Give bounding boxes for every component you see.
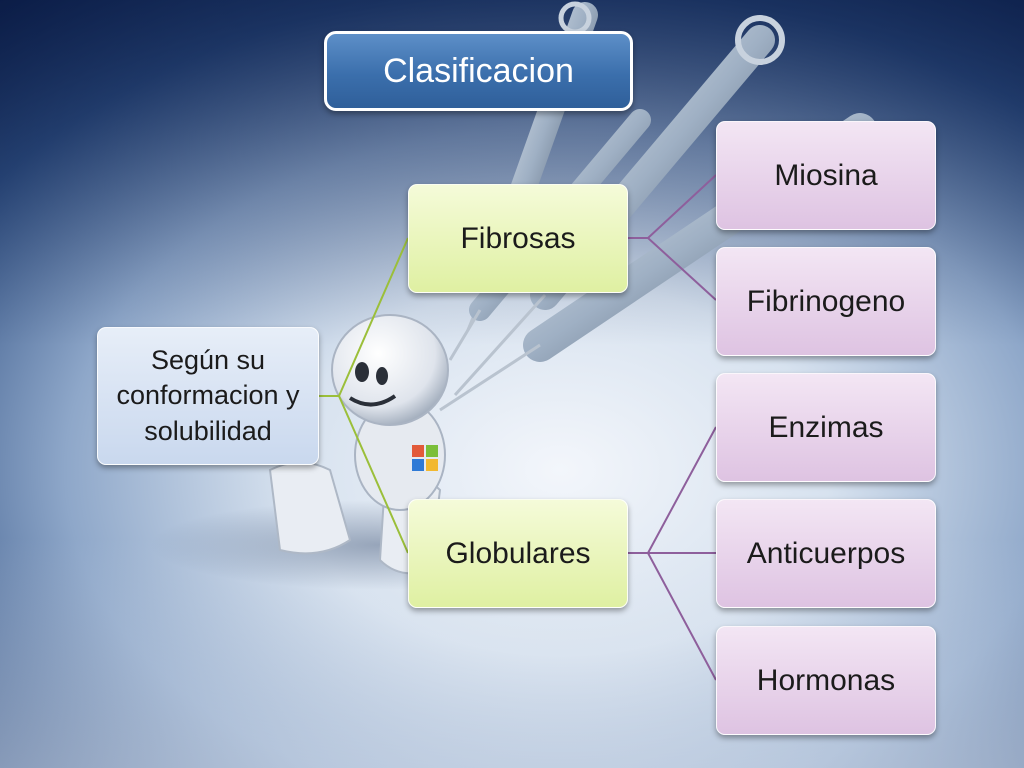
connector-globulares-enzimas: [628, 426, 717, 554]
leaf-node-fibrinogeno: Fibrinogeno: [716, 247, 936, 356]
root-node: Según su conformacion y solubilidad: [97, 327, 319, 465]
connector-root-globulares: [319, 395, 409, 554]
category-node-fibrosas: Fibrosas: [408, 184, 628, 293]
leaf-node-enzimas: Enzimas: [716, 373, 936, 482]
leaf-node-miosina: Miosina: [716, 121, 936, 230]
leaf-node-hormonas: Hormonas: [716, 626, 936, 735]
leaf-node-anticuerpos: Anticuerpos: [716, 499, 936, 608]
category-node-globulares: Globulares: [408, 499, 628, 608]
connector-globulares-hormonas: [628, 552, 717, 681]
diagram-title: Clasificacion: [324, 31, 633, 111]
connector-fibrosas-fibrinogeno: [628, 237, 717, 301]
